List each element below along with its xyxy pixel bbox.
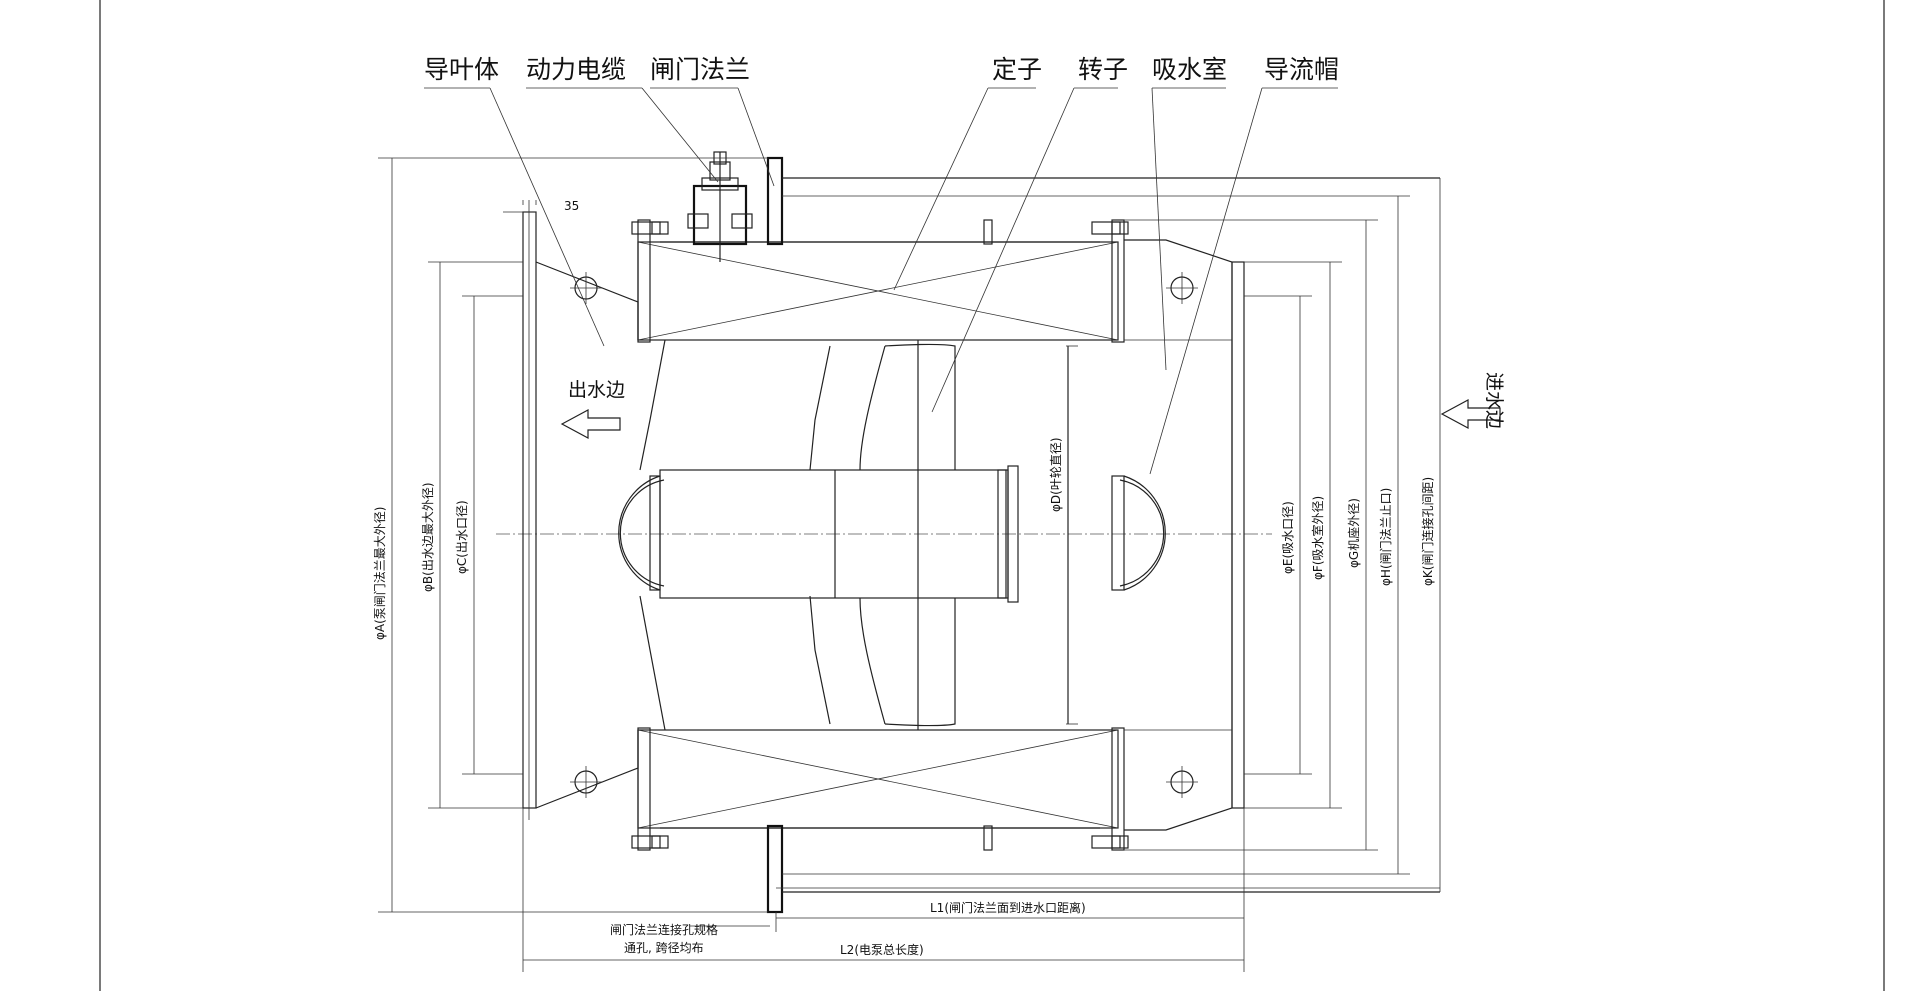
stator-section [637,241,1119,829]
label-suction-chamber: 吸水室 [1152,55,1227,84]
inlet-arrow-icon [1440,398,1501,430]
dim-l1: L1(闸门法兰面到进水口距离) [930,900,1086,915]
callout-leaders [424,87,1338,927]
label-stator: 定子 [992,55,1042,84]
dim-phi-d: φD(叶轮直径) [1049,437,1063,512]
flange-bolts [631,221,1129,849]
label-gate-flange: 闸门法兰 [650,55,750,84]
length-dimension-lines [522,808,1440,972]
cable-gland [687,151,753,262]
dim-phi-a: φA(泵闸门法兰最大外径) [372,507,387,641]
lifting-eyes [570,272,1198,798]
dim-phi-e: φE(吸水口径) [1281,501,1295,574]
label-guide-vane-body: 导叶体 [424,55,499,84]
gate-flange-plate [766,156,1440,914]
dim-phi-c: φC(出水口径) [455,500,469,574]
stator-flanges [637,219,1125,851]
note-hole-spec-2: 通孔, 跨径均布 [624,941,704,955]
dim-l2: L2(电泵总长度) [840,942,924,957]
left-dimension-lines [378,157,768,913]
label-power-cable: 动力电缆 [526,55,626,84]
rotor-hub [659,340,1019,730]
label-rotor: 转子 [1078,55,1128,84]
drawing-frame [99,0,1885,991]
dim-phi-h: φH(闸门法兰止口) [1378,488,1393,586]
right-dimension-lines [782,178,1441,892]
label-outlet-side: 出水边 [568,379,625,401]
label-inlet-side: 进水边 [1483,372,1505,429]
guide-vane-blades [639,339,831,731]
dim-phi-k: φK(闸门连接孔间距) [1420,477,1435,586]
suction-chamber [1124,239,1245,831]
flow-arrows [560,398,1501,440]
dim-phi-g: φG机座外径) [1346,498,1361,568]
impeller-blades [859,343,1069,727]
note-hole-spec-1: 闸门法兰连接孔规格 [610,922,718,937]
flow-caps [618,475,1166,591]
dim-phi-b: φB(出水边最大外径) [421,482,435,592]
label-flow-cap: 导流帽 [1264,55,1339,84]
dim-35: 35 [564,199,579,213]
outlet-arrow-icon [560,408,621,440]
dim-phi-f: φF(吸水室外径) [1310,496,1325,580]
